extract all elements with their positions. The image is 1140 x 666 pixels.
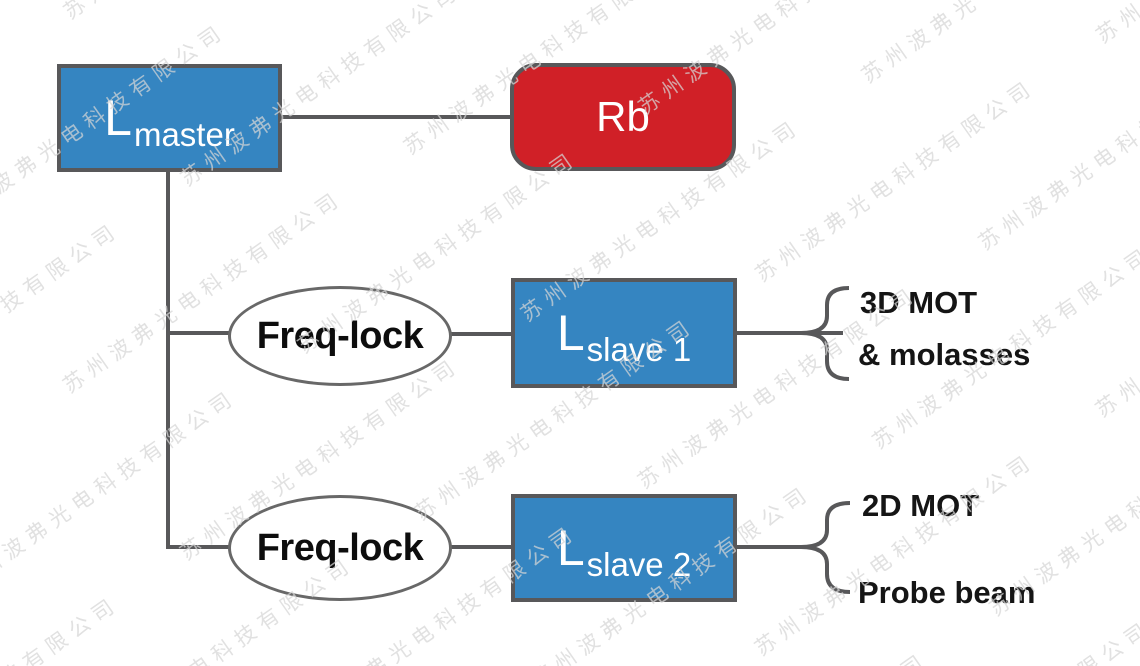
brace-outputs-slave1 [800,286,850,381]
node-freq-lock-2: Freq-lock [228,495,452,601]
node-l-slave-1-main-label: L [556,305,585,361]
output-label-2d-mot: 2D MOT [862,488,980,523]
node-rb-label: Rb [596,93,650,140]
node-l-slave-2: L slave 2 [511,494,737,602]
node-l-slave-1: L slave 1 [511,278,737,388]
output-label-3d-mot: 3D MOT [860,285,978,320]
node-freq-lock-2-label: Freq-lock [256,526,424,569]
node-freq-lock-1: Freq-lock [228,286,452,386]
output-label-molasses: & molasses [858,337,1031,372]
node-l-master: L master [57,64,282,172]
node-l-slave-2-main-label: L [556,520,585,576]
node-rb-cell: Rb [510,63,736,171]
brace-outputs-slave2 [800,501,851,594]
node-l-master-sub-label: master [133,115,235,153]
node-l-slave-2-sub-label: slave 2 [586,545,692,583]
node-freq-lock-1-label: Freq-lock [256,314,424,357]
output-label-probe-beam: Probe beam [858,575,1036,610]
node-l-slave-1-sub-label: slave 1 [586,330,692,368]
node-l-master-main-label: L [104,90,132,146]
